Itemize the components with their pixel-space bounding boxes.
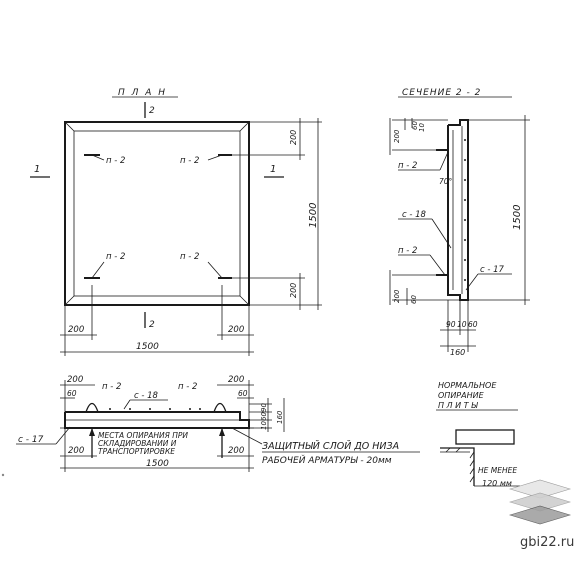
elev-label-p2-right: п - 2 [178, 382, 197, 392]
loop-label: п - 2 [106, 156, 125, 166]
plan-dim-bottom: 200 [289, 283, 298, 298]
rebar-dots [464, 139, 466, 281]
plan-dim-right: 200 [228, 325, 244, 335]
plan-dim-top: 200 [289, 130, 298, 145]
plan-dim-left: 200 [68, 325, 84, 335]
cover-note-line1: ЗАЩИТНЫЙ СЛОЙ ДО НИЗА [262, 440, 399, 452]
elev-dim-60-right: 60 [238, 389, 248, 398]
plan-dim-width: 1500 [136, 342, 159, 352]
support-slab [455, 429, 515, 445]
lifting-loop [85, 402, 99, 413]
rebar-dots [109, 408, 201, 410]
section-dim-10: 10 [457, 320, 467, 329]
loop-label: п - 2 [180, 156, 199, 166]
logo-layer [508, 505, 572, 525]
slab-outline [64, 121, 250, 306]
section-label-p2-top: п - 2 [398, 161, 417, 171]
section-label-p2-bottom: п - 2 [398, 246, 417, 256]
section-dim-60: 60 [468, 320, 478, 329]
section-dim-200-top: 200 [393, 129, 401, 143]
watermark-site: gbi22.ru [520, 535, 574, 550]
loop-label: п - 2 [180, 252, 199, 262]
support-note-line1: МЕСТА ОПИРАНИЯ ПРИ [98, 431, 188, 440]
plan-title: П Л А Н [118, 88, 167, 98]
section-dim-60-bottom: 60 [410, 295, 418, 304]
watermark-logo [508, 479, 572, 525]
section-profile [447, 119, 469, 301]
section-dim-60-top: 60 [411, 121, 419, 130]
plan-cut-top-label: 2 [149, 106, 155, 116]
plan-view: П Л А Н 2 2 1 1 п - 2 п - 2 п - 2 п - 2 [30, 88, 322, 356]
section-dim-160: 160 [450, 348, 465, 357]
elev-dim-bottom-right: 200 [228, 446, 244, 456]
support-note-min: НЕ МЕНЕЕ [478, 466, 517, 475]
elev-label-c17: с - 17 [18, 435, 44, 445]
support-title-line1: НОРМАЛЬНОЕ [438, 381, 497, 390]
section-label-c18: с - 18 [402, 210, 427, 220]
section-label-c17: с - 17 [480, 265, 505, 275]
section-dim-10-top: 10 [418, 123, 426, 132]
section-angle: 70° [439, 177, 453, 186]
support-note-line2: СКЛАДИРОВАНИИ И [98, 439, 177, 448]
plan-dim-height: 1500 [308, 203, 319, 228]
elevation-view: 200 60 п - 2 с - 18 п - 2 200 60 90 60 1… [16, 375, 420, 472]
elev-dim-bottom-left: 200 [68, 446, 84, 456]
section-dim-200-bottom: 200 [393, 289, 401, 303]
support-detail: НОРМАЛЬНОЕ ОПИРАНИЕ П Л И Т Ы НЕ МЕНЕЕ 1… [436, 381, 520, 488]
logo-layer [508, 492, 572, 512]
plan-side-right-label: 1 [270, 164, 276, 175]
elev-dim-10: 10 [260, 421, 268, 430]
support-note-line3: ТРАНСПОРТИРОВКЕ [98, 447, 175, 456]
support-title-line2: ОПИРАНИЕ [438, 391, 485, 400]
section-title: СЕЧЕНИЕ 2 - 2 [402, 88, 481, 98]
support-note-120: 120 мм [482, 479, 512, 488]
section-dim-90: 90 [446, 320, 456, 329]
loop-label: п - 2 [106, 252, 125, 262]
elev-dim-60: 60 [260, 412, 268, 421]
elev-dim-200-left: 200 [67, 375, 83, 385]
elev-dim-90: 90 [260, 403, 268, 412]
elev-label-p2-left: п - 2 [102, 382, 121, 392]
elev-dim-bottom-total: 1500 [146, 459, 169, 469]
elev-dim-200-right: 200 [228, 375, 244, 385]
cover-note-line2: РАБОЧЕЙ АРМАТУРЫ - 20мм [262, 454, 392, 466]
lifting-loop [213, 402, 227, 413]
section-view: СЕЧЕНИЕ 2 - 2 200 60 10 п - 2 [389, 88, 530, 357]
section-dim-height: 1500 [512, 205, 523, 230]
support-title-line3: П Л И Т Ы [438, 401, 478, 410]
elev-dim-160: 160 [276, 410, 284, 424]
plan-cut-bottom-label: 2 [149, 320, 155, 330]
plan-side-left-label: 1 [34, 164, 40, 175]
elev-dim-60-left: 60 [67, 389, 77, 398]
elev-label-c18: с - 18 [134, 391, 159, 401]
logo-layer [508, 479, 572, 499]
